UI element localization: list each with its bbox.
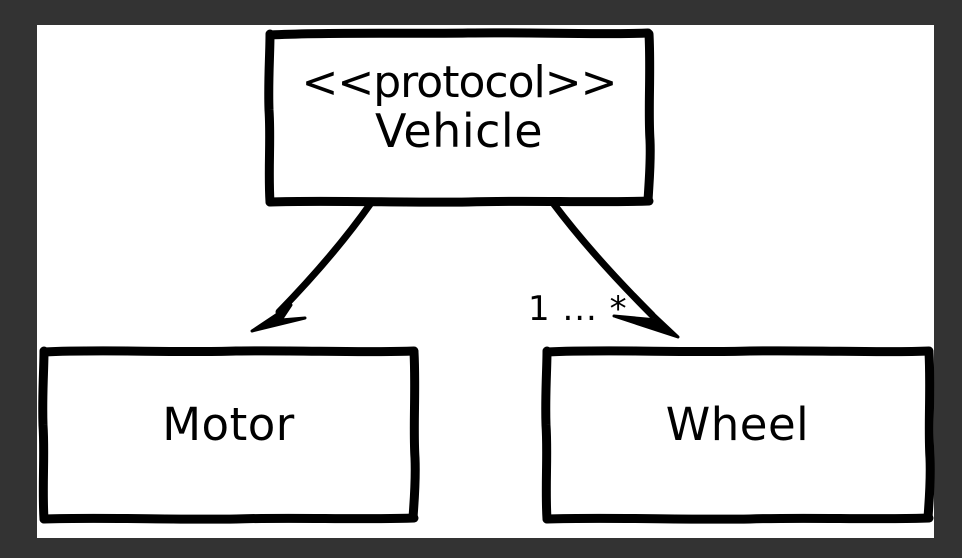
node-motor[interactable] — [38, 346, 420, 524]
node-wheel[interactable] — [541, 346, 935, 524]
node-motor-edge-bottom — [39, 513, 419, 524]
node-wheel-fill — [547, 351, 929, 518]
node-wheel-edge-right — [923, 347, 935, 523]
node-motor-edge-right — [408, 347, 420, 523]
edge-vehicle-to-wheel-arrowhead — [612, 304, 680, 339]
node-vehicle[interactable] — [264, 28, 655, 207]
edge-vehicle-to-motor[interactable] — [250, 199, 375, 333]
node-vehicle-edge-bottom — [265, 196, 654, 207]
node-motor-fill — [44, 351, 414, 518]
node-vehicle-fill — [270, 33, 649, 201]
node-motor-edge-left — [38, 346, 49, 524]
node-vehicle-edge-left — [264, 29, 275, 207]
edge-vehicle-to-motor-arrowhead — [250, 303, 307, 333]
edge-vehicle-to-motor-line — [275, 199, 375, 316]
node-wheel-edge-left — [541, 346, 552, 524]
node-wheel-edge-bottom — [542, 513, 934, 524]
edge-vehicle-to-wheel[interactable] — [549, 199, 680, 339]
node-vehicle-edge-right — [643, 29, 655, 206]
node-vehicle-edge-top — [265, 28, 653, 40]
node-wheel-edge-top — [542, 346, 934, 357]
edge-vehicle-to-wheel-line — [549, 199, 656, 319]
node-motor-edge-top — [39, 346, 419, 357]
